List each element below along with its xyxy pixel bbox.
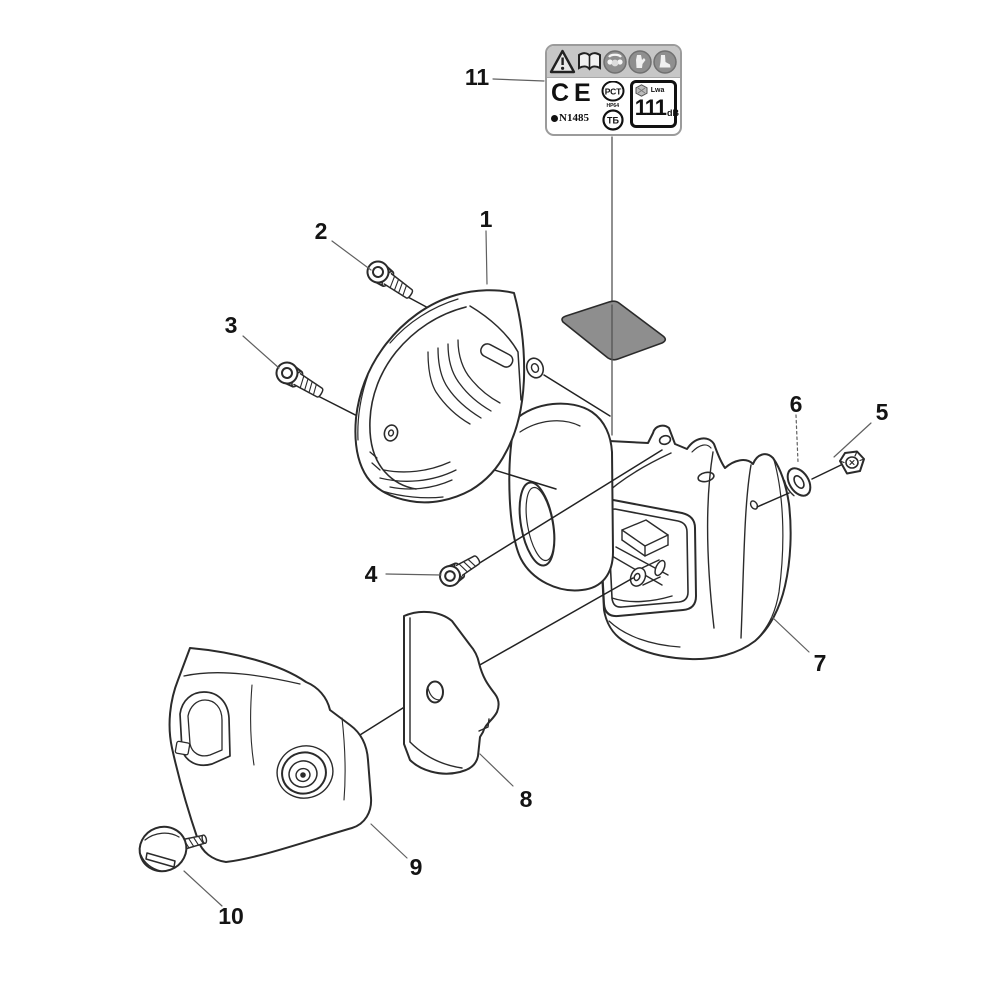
callout-1: 1	[480, 206, 493, 232]
part-8-air-filter	[403, 610, 500, 775]
part-11-decal	[561, 300, 667, 436]
part-7-housing	[508, 402, 792, 661]
cover-screw-boss-left	[383, 424, 399, 442]
filter-mount-stud	[629, 559, 666, 587]
callout-10: 10	[218, 903, 244, 929]
warning-triangle-icon	[549, 49, 576, 74]
ce-mark: CE	[551, 79, 596, 107]
part-6-washer	[783, 467, 812, 497]
protective-gloves-icon	[628, 49, 652, 74]
protective-boots-icon	[653, 49, 677, 74]
approval-number: N1485	[551, 112, 589, 124]
part-5-nut	[839, 450, 865, 475]
noise-value: 111	[634, 95, 667, 120]
callout-11: 11	[465, 64, 490, 90]
part-9-air-filter-cover	[168, 647, 373, 863]
part-2-screw	[366, 260, 414, 299]
noise-level-box: Lwa 111 dB	[629, 80, 680, 128]
callout-7: 7	[814, 650, 827, 676]
hexagon-icon	[635, 84, 648, 97]
manual-book-icon	[578, 51, 601, 71]
leader-lines	[183, 78, 872, 907]
part-3-screw	[275, 361, 324, 398]
part-1-cylinder-cover	[354, 289, 545, 504]
notified-body-dot-icon	[551, 114, 558, 122]
noise-unit: dB	[667, 108, 680, 118]
callout-2: 2	[315, 218, 328, 244]
part-4-screw	[439, 555, 481, 587]
callout-8: 8	[520, 786, 533, 812]
cover-screw-boss-right	[525, 357, 545, 379]
ear-protection-icon	[603, 49, 627, 74]
cover-knob-recess	[276, 745, 334, 799]
svg-text:РСТ: РСТ	[604, 87, 621, 97]
gost-r-mark: РСТ	[601, 81, 625, 102]
safety-icons-strip	[547, 46, 680, 78]
svg-text:ТБ: ТБ	[607, 116, 619, 126]
stb-mark: ТБ	[602, 109, 624, 131]
lwa-label: Lwa	[650, 87, 665, 94]
part-10-knob	[138, 825, 208, 873]
callout-5: 5	[876, 399, 889, 425]
certification-label: CE N1485 РСТ HP64 ТБ Lwa	[545, 44, 682, 136]
callout-4: 4	[365, 561, 378, 587]
gost-r-code: HP64	[606, 103, 619, 109]
callout-6: 6	[790, 391, 803, 417]
callout-9: 9	[410, 854, 423, 880]
callout-3: 3	[225, 312, 238, 338]
